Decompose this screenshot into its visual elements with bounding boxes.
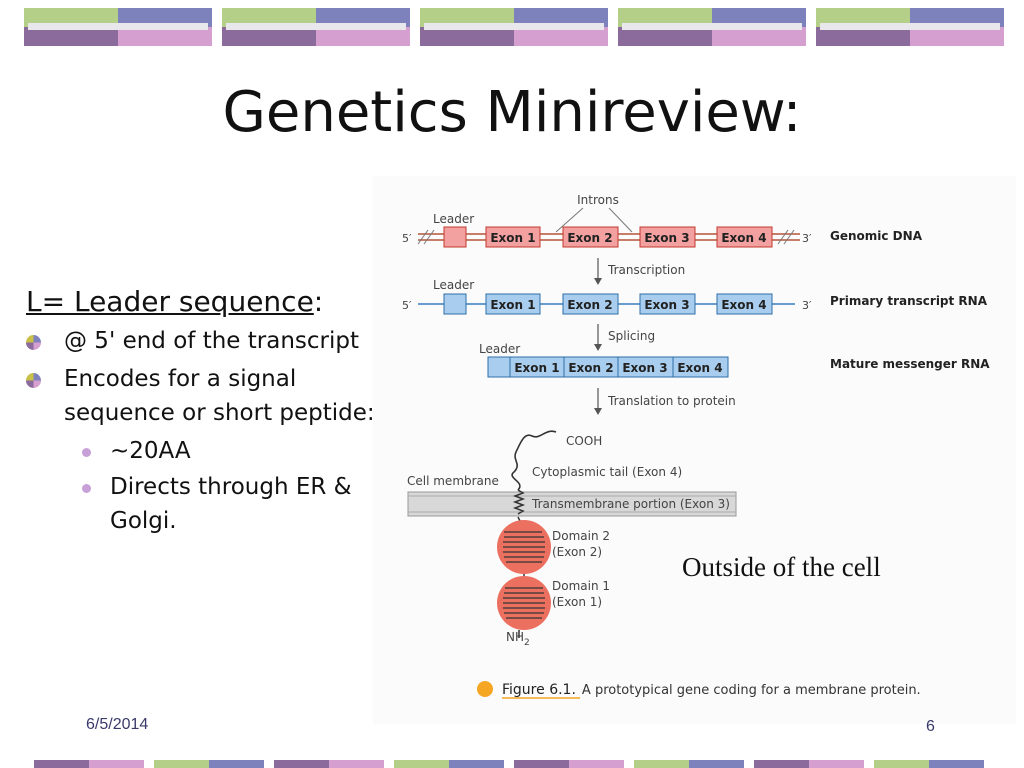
nh2-subscript: 2 xyxy=(524,638,530,648)
exon-box-dna xyxy=(562,226,619,248)
lead-line: L= Leader sequence: xyxy=(26,284,436,320)
bullet-icon xyxy=(26,373,41,388)
exon-box-rna xyxy=(716,293,773,315)
three-prime-dna: 3′ xyxy=(802,232,812,245)
exon-box-dna xyxy=(716,226,773,248)
cytoplasmic-tail xyxy=(511,430,557,491)
splicing-label: Splicing xyxy=(608,329,655,343)
sub-bullet-item: ~20AA xyxy=(26,434,436,468)
bottom-decorative-band xyxy=(34,760,994,768)
cytoplasmic-tail-label: Cytoplasmic tail (Exon 4) xyxy=(532,465,682,479)
page-number: 6 xyxy=(926,718,935,735)
translation-label: Translation to protein xyxy=(607,394,736,408)
transmembrane-segment xyxy=(512,489,526,515)
domain1-label: Domain 1 xyxy=(552,579,610,593)
band-block xyxy=(514,760,624,768)
band-block xyxy=(154,760,264,768)
exon-label: Exon 2 xyxy=(568,361,613,375)
five-prime-rna: 5′ xyxy=(402,299,412,312)
slide-date: 6/5/2014 xyxy=(86,716,149,733)
exon-box-rna xyxy=(562,293,619,315)
exon-label: Exon 2 xyxy=(567,298,612,312)
outside-cell-label: Outside of the cell xyxy=(682,552,881,582)
band-block xyxy=(222,8,410,46)
domain2-label: Domain 2 xyxy=(552,529,610,543)
exon-box-rna xyxy=(639,293,696,315)
bullet-item: Encodes for a signal sequence or short p… xyxy=(26,362,436,430)
band-block xyxy=(816,8,1004,46)
sub-bullet-text: ~20AA xyxy=(110,438,191,464)
domain1-exon-label: (Exon 1) xyxy=(552,595,602,609)
caption-text: A prototypical gene coding for a membran… xyxy=(582,683,921,698)
band-block xyxy=(274,760,384,768)
lead-colon: : xyxy=(313,285,324,318)
exon-label: Exon 3 xyxy=(622,361,667,375)
bullet-item: @ 5' end of the transcript xyxy=(26,324,436,358)
domain2-exon-label: (Exon 2) xyxy=(552,545,602,559)
five-prime-dna: 5′ xyxy=(402,232,412,245)
primary-transcript-label: Primary transcript RNA xyxy=(830,294,988,308)
exon-label: Exon 1 xyxy=(490,298,535,312)
top-decorative-band xyxy=(24,8,1014,46)
leader-label-rna: Leader xyxy=(433,278,474,292)
caption-label: Figure 6.1. xyxy=(502,682,576,698)
sub-bullet-item: Directs through ER & Golgi. xyxy=(26,470,436,538)
exon-label: Exon 2 xyxy=(567,231,612,245)
band-block xyxy=(618,8,806,46)
bullet-text: Encodes for a signal xyxy=(64,366,297,392)
leader-box-mrna xyxy=(487,356,511,378)
caption-dot-icon xyxy=(477,681,493,697)
exon-box-rna xyxy=(485,293,541,315)
leader-label-dna: Leader xyxy=(433,212,474,226)
cell-membrane-label: Cell membrane xyxy=(407,474,499,488)
leader-sequence-term: L= Leader sequence xyxy=(26,285,314,318)
band-block xyxy=(754,760,864,768)
bullet-text-continued: sequence or short peptide: xyxy=(64,400,375,426)
leader-label-mrna: Leader xyxy=(479,342,520,356)
exon-label: Exon 3 xyxy=(644,298,689,312)
exon-box-dna xyxy=(485,226,541,248)
slide-title: Genetics Minireview: xyxy=(222,80,802,145)
band-block xyxy=(34,760,144,768)
exon-label: Exon 3 xyxy=(644,231,689,245)
introns-label: Introns xyxy=(577,193,619,207)
figure-caption: Figure 6.1. A prototypical gene coding fo… xyxy=(502,682,921,698)
nh2-label: NH2 xyxy=(506,630,530,648)
band-block xyxy=(874,760,984,768)
exon-box-dna xyxy=(639,226,696,248)
bullet-text: @ 5' end of the transcript xyxy=(64,328,359,354)
exon-label: Exon 4 xyxy=(721,231,766,245)
exon-label: Exon 4 xyxy=(677,361,722,375)
band-block xyxy=(420,8,608,46)
transmembrane-label: Transmembrane portion (Exon 3) xyxy=(531,497,730,511)
sub-bullet-icon xyxy=(82,484,91,493)
bullet-icon xyxy=(26,335,41,350)
sub-bullet-text-continued: Golgi. xyxy=(110,508,177,534)
transcription-label: Transcription xyxy=(607,263,685,277)
sub-bullet-text: Directs through ER & xyxy=(110,474,352,500)
cooh-label: COOH xyxy=(566,434,602,448)
genomic-dna-label: Genomic DNA xyxy=(830,229,923,243)
band-block xyxy=(634,760,744,768)
band-block xyxy=(24,8,212,46)
exon-label: Exon 1 xyxy=(514,361,559,375)
gene-structure-figure: Introns Leader 5′ 3′ Exon 1 Exon 2 Exon … xyxy=(373,176,1016,724)
exon-box-mrna xyxy=(672,356,729,378)
bullet-list: L= Leader sequence: @ 5' end of the tran… xyxy=(26,284,436,538)
exon-label: Exon 4 xyxy=(721,298,766,312)
three-prime-rna: 3′ xyxy=(802,299,812,312)
exon-label: Exon 1 xyxy=(490,231,535,245)
leader-box-rna xyxy=(443,293,467,315)
mature-mrna-label: Mature messenger RNA xyxy=(830,357,990,371)
sub-bullet-icon xyxy=(82,448,91,457)
leader-box-dna xyxy=(443,226,467,248)
nh2-text: NH xyxy=(506,630,524,644)
band-block xyxy=(394,760,504,768)
